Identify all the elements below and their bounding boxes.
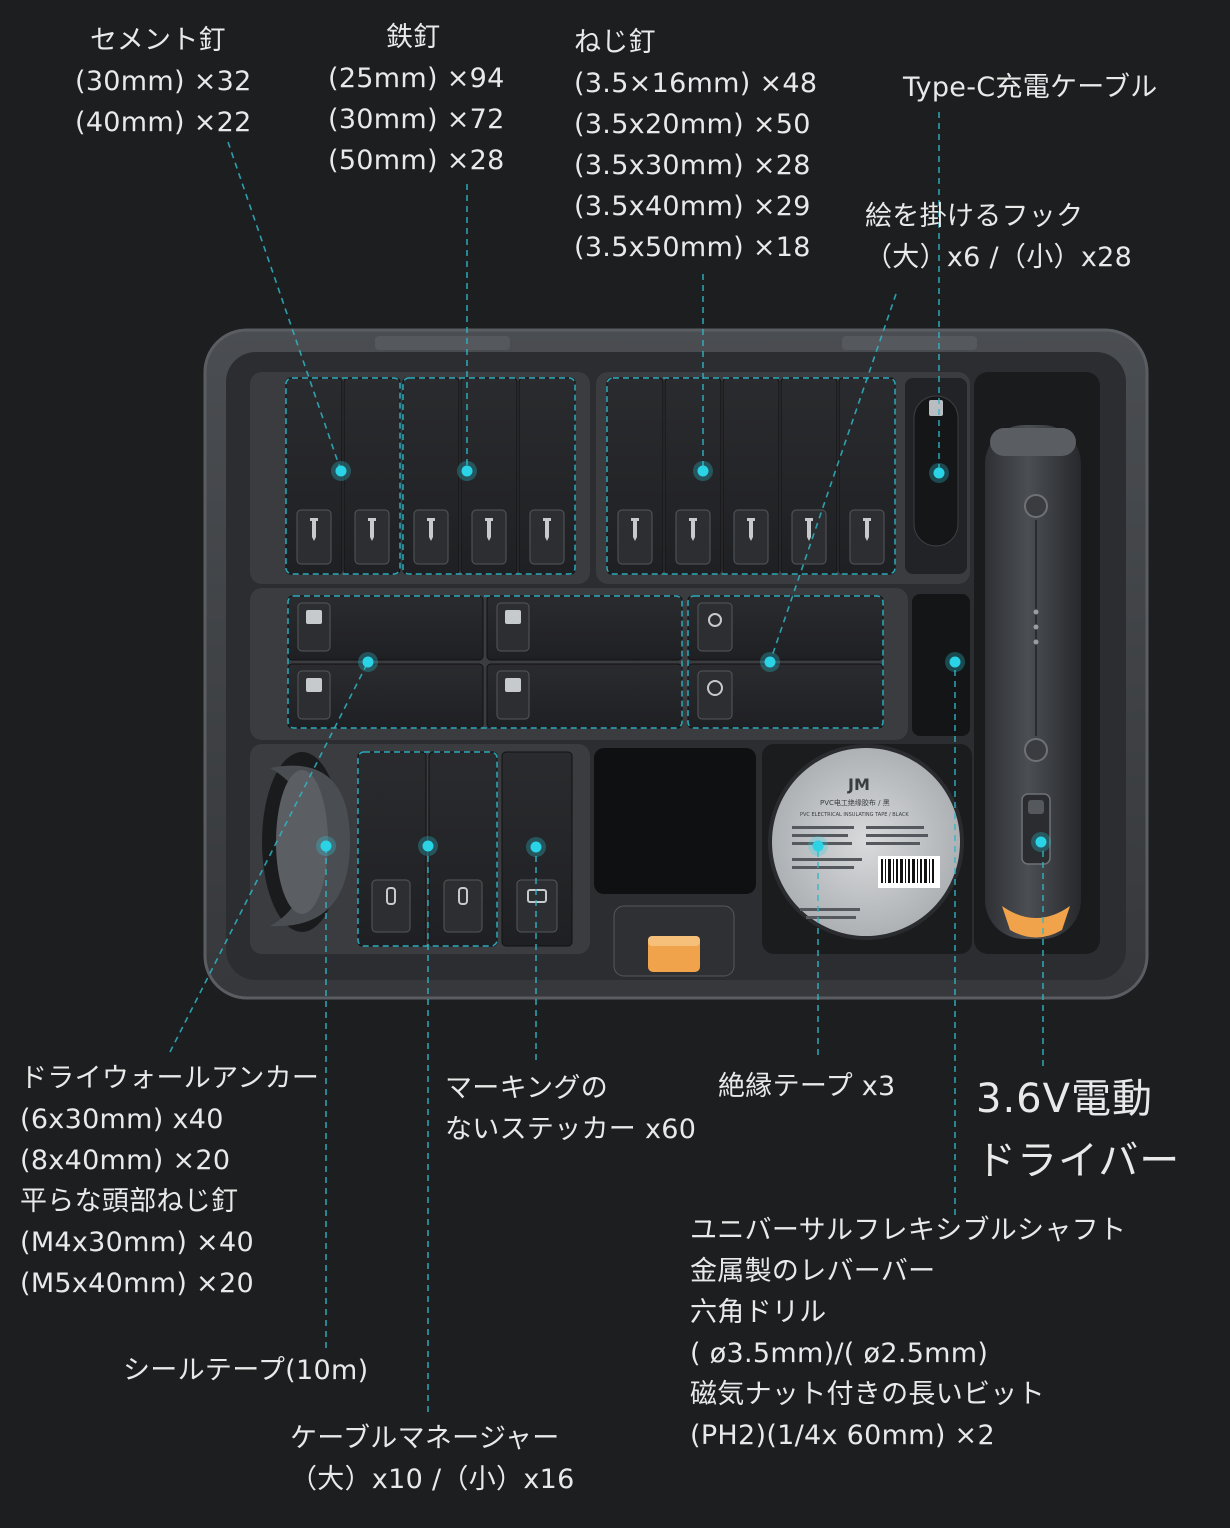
label-title: セメント釘 (90, 25, 226, 56)
label-line: マーキングの (445, 1073, 608, 1104)
label-title: 絵を掛けるフック (865, 201, 1084, 232)
label-line: ないステッカー x60 (445, 1114, 697, 1145)
label-line: （大）x10 /（小）x16 (290, 1464, 575, 1495)
label-line: (3.5x20mm) ×50 (574, 109, 811, 140)
label-cement-nails: セメント釘 (30mm) ×32 (40mm) ×22 (75, 20, 252, 143)
label-line: 磁気ナット付きの長いビット (690, 1379, 1045, 1410)
label-title: 絶縁テープ x3 (718, 1071, 896, 1102)
label-title: ドライウォールアンカー (20, 1063, 320, 1094)
label-line: (30mm) ×72 (328, 104, 505, 135)
label-line: ドライバー (976, 1138, 1181, 1184)
label-line: (3.5x50mm) ×18 (574, 232, 811, 263)
label-line: 金属製のレバーバー (690, 1256, 936, 1287)
label-line: 六角ドリル (690, 1297, 827, 1328)
label-cable-manager: ケーブルマネージャー （大）x10 /（小）x16 (290, 1418, 575, 1500)
label-seal-tape: シールテープ(10m) (123, 1350, 368, 1391)
label-line: ( ø3.5mm)/( ø2.5mm) (690, 1338, 989, 1369)
label-picture-hooks: 絵を掛けるフック （大）x6 /（小）x28 (865, 196, 1132, 278)
label-line: (3.5x30mm) ×28 (574, 150, 811, 181)
label-line: (M5x40mm) ×20 (20, 1268, 254, 1299)
label-insulating-tape: 絶縁テープ x3 (718, 1066, 896, 1107)
label-title: シールテープ(10m) (123, 1355, 369, 1386)
label-stickers: マーキングの ないステッカー x60 (445, 1068, 696, 1150)
svg-text:PVC电工绝缘胶布 / 黑: PVC电工绝缘胶布 / 黑 (820, 798, 890, 807)
label-line: (40mm) ×22 (75, 107, 252, 138)
label-electric-driver: 3.6V電動 ドライバー (976, 1068, 1180, 1192)
label-title: Type-C充電ケーブル (903, 72, 1158, 103)
label-line: (6x30mm) x40 (20, 1104, 224, 1135)
label-line: (PH2)(1/4x 60mm) ×2 (690, 1420, 995, 1451)
svg-text:PVC ELECTRICAL INSULATING TAPE: PVC ELECTRICAL INSULATING TAPE / BLACK (800, 812, 909, 818)
label-title: ねじ釘 (574, 27, 656, 58)
label-line: (8x40mm) ×20 (20, 1145, 231, 1176)
svg-text:JM: JM (847, 775, 870, 794)
label-line: 3.6V電動 (976, 1076, 1153, 1122)
label-line: ユニバーサルフレキシブルシャフト (690, 1215, 1127, 1246)
label-line: (3.5x40mm) ×29 (574, 191, 811, 222)
label-title: 鉄釘 (386, 22, 441, 53)
label-type-c-cable: Type-C充電ケーブル (903, 67, 1158, 108)
label-drywall-anchor: ドライウォールアンカー (6x30mm) x40 (8x40mm) ×20 平ら… (20, 1058, 319, 1304)
label-line: (25mm) ×94 (328, 63, 505, 94)
label-screw-nails: ねじ釘 (3.5×16mm) ×48 (3.5x20mm) ×50 (3.5x3… (574, 22, 817, 268)
label-line: (50mm) ×28 (328, 145, 505, 176)
label-line: (30mm) ×32 (75, 66, 252, 97)
label-line: (M4x30mm) ×40 (20, 1227, 254, 1258)
label-title: ケーブルマネージャー (290, 1423, 560, 1454)
insulating-tape: JM PVC电工绝缘胶布 / 黑 PVC ELECTRICAL INSULATI… (768, 744, 964, 940)
label-flex-shaft: ユニバーサルフレキシブルシャフト 金属製のレバーバー 六角ドリル ( ø3.5m… (690, 1210, 1126, 1456)
electric-driver (983, 423, 1083, 941)
label-line: 平らな頭部ねじ釘 (20, 1186, 239, 1217)
label-line: (3.5×16mm) ×48 (574, 68, 818, 99)
label-iron-nails: 鉄釘 (25mm) ×94 (30mm) ×72 (50mm) ×28 (328, 17, 505, 181)
label-line: （大）x6 /（小）x28 (865, 242, 1133, 273)
